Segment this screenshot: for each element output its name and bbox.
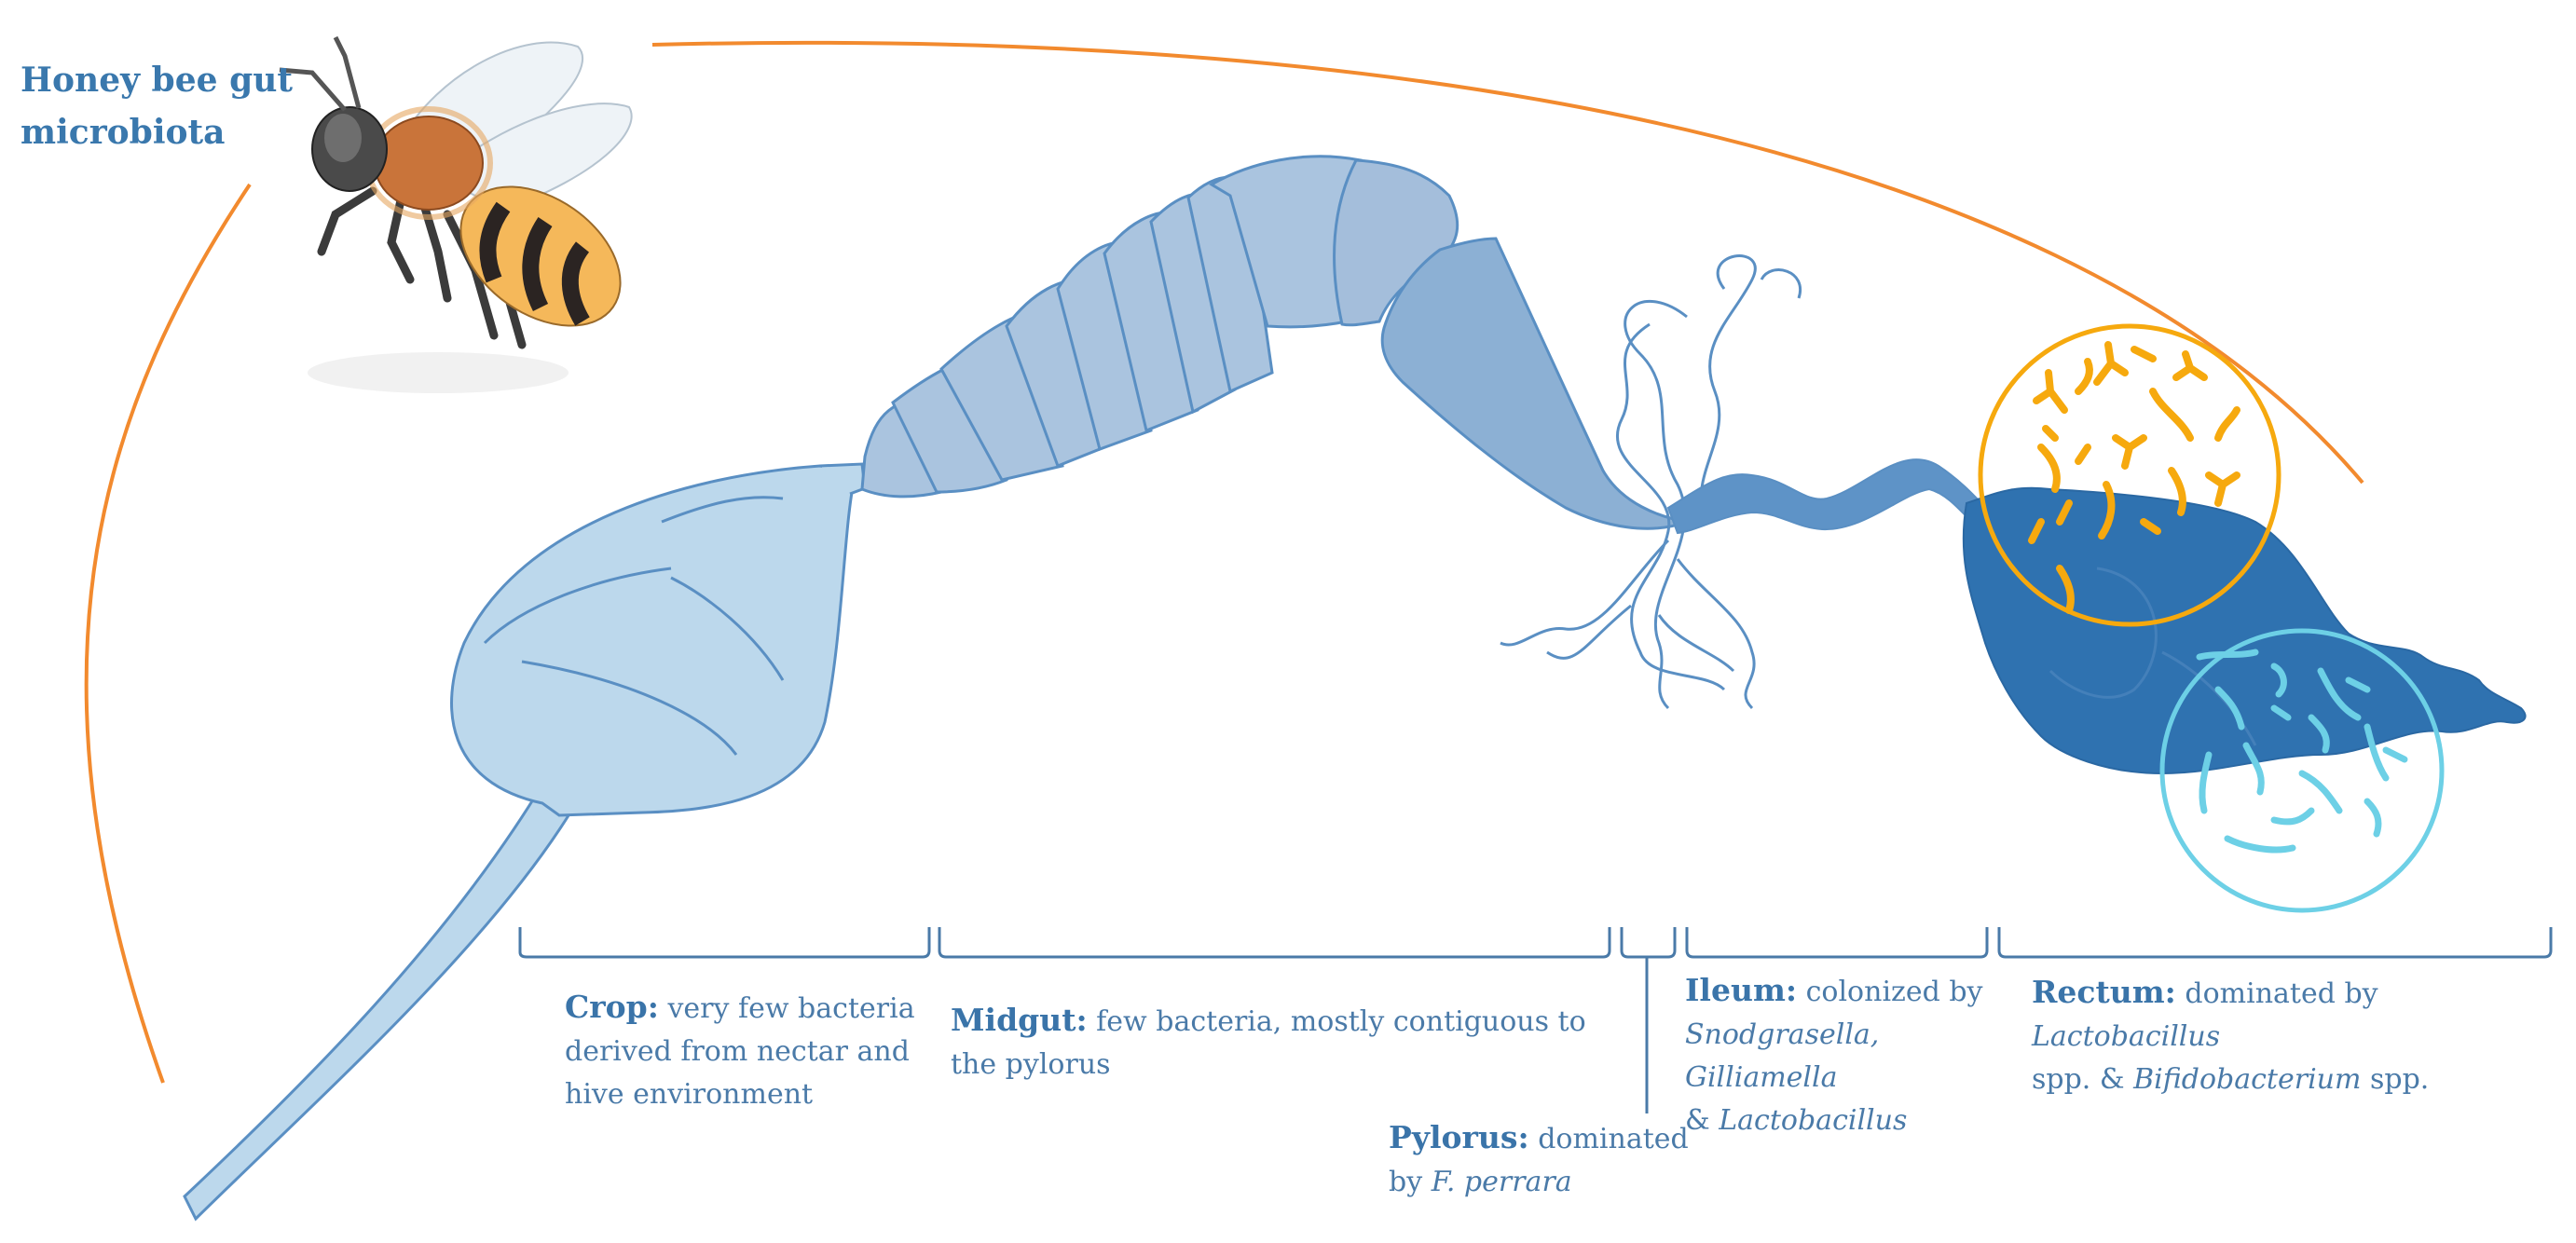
pylorus-name: Pylorus: [1389, 1119, 1529, 1155]
pylorus-species: F. perrara [1431, 1166, 1572, 1198]
bracket-crop [518, 927, 931, 959]
midgut-desc-2: the pylorus [951, 1048, 1111, 1081]
midgut-name: Midgut: [951, 1002, 1088, 1038]
rectum-label: Rectum: dominated by Lactobacillus spp. … [2032, 971, 2554, 1101]
ileum-desc-3a: & [1685, 1104, 1720, 1137]
rectum-desc-2c: spp. [2361, 1063, 2430, 1096]
rectum-desc-2a: spp. & [2032, 1063, 2134, 1096]
crop-duct [183, 782, 572, 1222]
midgut [860, 155, 1692, 530]
rectum-desc-2b: Bifidobacterium [2133, 1063, 2362, 1096]
crop-label: Crop: very few bacteria derived from nec… [565, 986, 956, 1116]
crop-desc-2: derived from nectar and [565, 1035, 910, 1068]
rectum-desc-1a: dominated by [2175, 977, 2378, 1010]
midgut-label: Midgut: few bacteria, mostly contiguous … [951, 999, 1603, 1086]
rectum-desc-1b: Lactobacillus [2032, 1020, 2221, 1053]
bee-illustration [279, 35, 633, 393]
ileum-label: Ileum: colonized by Snodgrasella, Gillia… [1685, 969, 2021, 1142]
bracket-rectum [1997, 927, 2553, 959]
diagram-title: Honey bee gut microbiota [21, 61, 294, 152]
rectum-name: Rectum: [2032, 974, 2176, 1010]
malpighian-tubules [1500, 254, 1802, 710]
ileum-desc-3b: Lactobacillus [1719, 1104, 1908, 1137]
bracket-midgut [938, 927, 1611, 959]
bracket-pylorus [1620, 927, 1677, 959]
rectum-bacteria [2196, 649, 2408, 854]
crop-sac [450, 464, 857, 817]
ileum-desc-1: colonized by [1797, 976, 1983, 1008]
midgut-desc-1: few bacteria, mostly contiguous to [1087, 1005, 1586, 1038]
crop-name: Crop: [565, 989, 659, 1025]
pylorus-desc-2a: by [1389, 1166, 1432, 1198]
orange-arc [84, 40, 2364, 1084]
rectum-bacteria-circle [2159, 628, 2445, 913]
ileum [1666, 458, 2004, 540]
pylorus-desc-1: dominated [1528, 1123, 1689, 1155]
ileum-desc-2: Snodgrasella, Gilliamella [1685, 1018, 1880, 1094]
bracket-ileum [1685, 927, 1989, 959]
pylorus-label: Pylorus: dominated by F. perrara [1389, 1116, 1706, 1204]
ileum-bacteria-circle [1978, 323, 2281, 627]
crop [183, 462, 867, 1222]
ileum-bacteria [2028, 341, 2240, 614]
crop-desc-3: hive environment [565, 1078, 814, 1111]
ileum-name: Ileum: [1685, 972, 1798, 1008]
region-brackets [518, 927, 2553, 1113]
crop-desc-1: very few bacteria [658, 992, 915, 1025]
rectum [1962, 486, 2527, 775]
